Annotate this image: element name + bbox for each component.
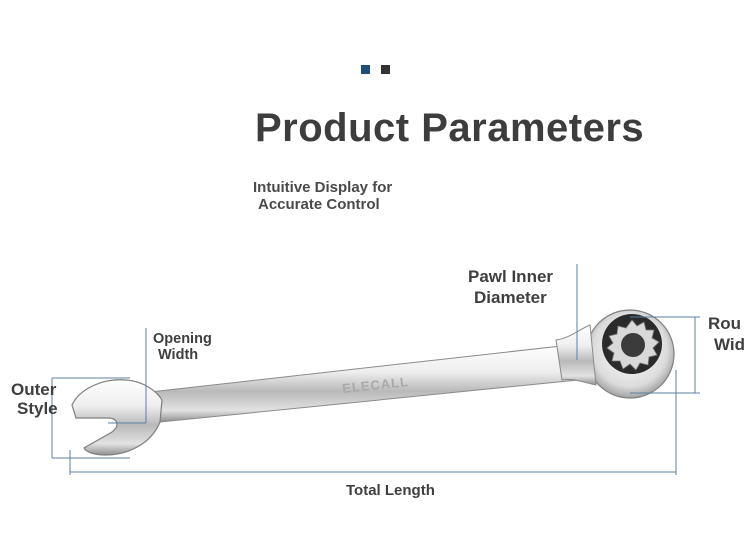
wrench-open-end [71, 379, 163, 456]
pawl-inner-diameter-label: Pawl Inner Diameter [468, 266, 553, 308]
subtitle-line-2: Accurate Control [258, 196, 380, 213]
wrench: ELECALL [71, 309, 675, 456]
pawl-inner-line-2: Diameter [474, 288, 547, 307]
total-length-label: Total Length [346, 482, 435, 499]
pawl-inner-line-1: Pawl Inner [468, 267, 554, 286]
round-width-line-1: Rou [708, 314, 742, 333]
subtitle-line-1: Intuitive Display for [253, 179, 393, 196]
page-title: Product Parameters [255, 106, 645, 150]
opening-width-line-1: Opening [153, 331, 212, 347]
opening-width-label: Opening Width [153, 331, 212, 363]
round-width-label: Rou Wid [708, 313, 745, 355]
subtitle: Intuitive Display for Accurate Control [253, 179, 392, 213]
ratchet-center [621, 333, 645, 357]
dark-dot [381, 65, 390, 74]
outer-style-line-2: Style [17, 399, 58, 418]
wrench-neck [555, 324, 597, 386]
dimension-lines [51, 264, 700, 475]
blue-dot [361, 65, 370, 74]
outer-style-label: Outer Style [11, 380, 58, 418]
brand-engraving: ELECALL [341, 374, 409, 396]
round-width-line-2: Wid [714, 335, 746, 354]
opening-width-line-2: Width [158, 347, 199, 363]
outer-style-line-1: Outer [11, 380, 57, 399]
